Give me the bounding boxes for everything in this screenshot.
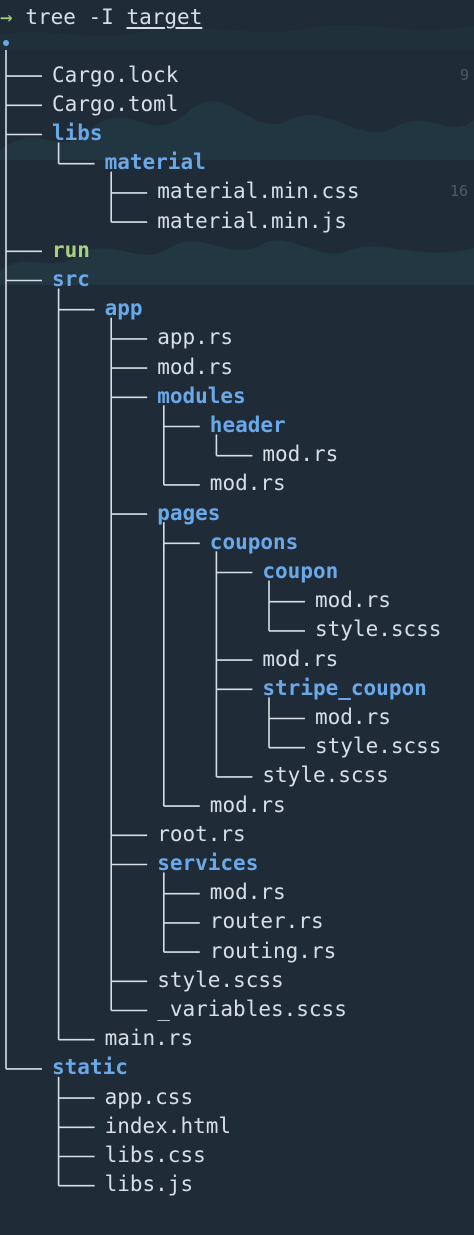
tree-entry[interactable]: material.min.css <box>157 177 359 206</box>
tree-entry[interactable]: mod.rs <box>262 645 338 674</box>
tree-entry[interactable]: index.html <box>105 1112 231 1141</box>
file-name[interactable]: style.scss <box>157 967 284 992</box>
directory-name[interactable]: src <box>52 266 90 291</box>
tree-entry[interactable]: style.scss <box>262 761 388 790</box>
file-name[interactable]: app.css <box>104 1084 194 1109</box>
tree-entry[interactable]: coupon <box>262 557 338 586</box>
file-name[interactable]: mod.rs <box>262 442 339 467</box>
tree-entry[interactable]: mod.rs <box>210 469 286 498</box>
directory-name[interactable]: coupons <box>209 529 299 554</box>
background-waveform <box>0 25 474 285</box>
tree-entry[interactable]: pages <box>157 499 220 528</box>
file-name[interactable]: mod.rs <box>315 704 391 729</box>
tree-root-dot <box>3 40 9 46</box>
tree-entry[interactable]: run <box>52 236 90 265</box>
tree-entry[interactable]: _variables.scss <box>157 995 347 1024</box>
file-name[interactable]: mod.rs <box>315 588 391 613</box>
tree-entry[interactable]: src <box>52 265 90 294</box>
prompt-line: → tree -I target <box>0 3 202 32</box>
directory-name[interactable]: coupon <box>262 558 339 583</box>
tree-entry[interactable]: modules <box>157 382 246 411</box>
file-name[interactable]: style.scss <box>315 617 442 642</box>
tree-entry[interactable]: Cargo.lock <box>52 61 178 90</box>
tree-entry[interactable]: app <box>105 294 143 323</box>
tree-entry[interactable]: mod.rs <box>262 440 338 469</box>
tree-entry[interactable]: material <box>105 148 206 177</box>
file-name[interactable]: routing.rs <box>209 938 337 963</box>
tree-entry[interactable]: material.min.js <box>157 207 347 236</box>
prompt-arrow-icon: → <box>0 5 13 29</box>
directory-name[interactable]: app <box>104 296 143 321</box>
file-name[interactable]: router.rs <box>209 909 324 934</box>
executable-name[interactable]: run <box>52 237 90 262</box>
file-name[interactable]: mod.rs <box>262 646 339 671</box>
directory-name[interactable]: static <box>52 1055 128 1080</box>
tree-entry[interactable]: mod.rs <box>210 878 286 907</box>
tree-entry[interactable]: app.css <box>105 1083 194 1112</box>
directory-name[interactable]: material <box>104 150 206 175</box>
tree-entry[interactable]: stripe_coupon <box>262 674 426 703</box>
tree-entry[interactable]: libs.js <box>105 1170 194 1199</box>
file-name[interactable]: mod.rs <box>209 471 286 496</box>
file-name[interactable]: index.html <box>104 1113 232 1138</box>
file-name[interactable]: libs.css <box>104 1142 206 1167</box>
tree-entry[interactable]: header <box>210 411 286 440</box>
file-name[interactable]: Cargo.toml <box>52 91 179 116</box>
directory-name[interactable]: stripe_coupon <box>262 675 427 700</box>
directory-name[interactable]: header <box>209 412 286 437</box>
tree-entry[interactable]: mod.rs <box>210 791 286 820</box>
tree-entry[interactable]: static <box>52 1053 128 1082</box>
tree-entry[interactable]: app.rs <box>157 323 233 352</box>
directory-name[interactable]: services <box>157 850 259 875</box>
file-name[interactable]: _variables.scss <box>157 996 347 1021</box>
file-name[interactable]: main.rs <box>104 1026 194 1051</box>
tree-entry[interactable]: style.scss <box>157 966 283 995</box>
file-name[interactable]: libs.js <box>104 1172 194 1197</box>
directory-name[interactable]: pages <box>157 500 221 525</box>
command-argument: target <box>126 5 203 29</box>
tree-entry[interactable]: libs.css <box>105 1141 206 1170</box>
tree-entry[interactable]: style.scss <box>315 732 441 761</box>
tree-entry[interactable]: libs <box>52 119 103 148</box>
tree-entry[interactable]: router.rs <box>210 907 324 936</box>
file-name[interactable]: material.min.js <box>157 208 347 233</box>
gutter-number: 9 <box>460 66 470 84</box>
file-name[interactable]: root.rs <box>157 821 246 846</box>
tree-entry[interactable]: mod.rs <box>315 586 391 615</box>
tree-entry[interactable]: Cargo.toml <box>52 90 178 119</box>
gutter-number: 16 <box>450 182 469 200</box>
file-name[interactable]: mod.rs <box>209 880 286 905</box>
tree-entry[interactable]: mod.rs <box>157 353 233 382</box>
tree-entry[interactable]: coupons <box>210 528 299 557</box>
directory-name[interactable]: libs <box>52 120 103 145</box>
tree-entry[interactable]: services <box>157 849 258 878</box>
file-name[interactable]: style.scss <box>262 763 389 788</box>
tree-entry[interactable]: routing.rs <box>210 937 336 966</box>
tree-entry[interactable]: style.scss <box>315 615 441 644</box>
file-name[interactable]: Cargo.lock <box>52 62 179 87</box>
file-name[interactable]: mod.rs <box>157 354 234 379</box>
file-name[interactable]: material.min.css <box>157 179 360 204</box>
command-text: tree -I <box>25 5 114 29</box>
directory-name[interactable]: modules <box>157 383 246 408</box>
tree-entry[interactable]: mod.rs <box>315 703 391 732</box>
tree-entry[interactable]: root.rs <box>157 820 246 849</box>
tree-entry[interactable]: main.rs <box>105 1024 194 1053</box>
file-name[interactable]: app.rs <box>157 325 234 350</box>
file-name[interactable]: mod.rs <box>209 792 286 817</box>
file-name[interactable]: style.scss <box>315 734 442 759</box>
